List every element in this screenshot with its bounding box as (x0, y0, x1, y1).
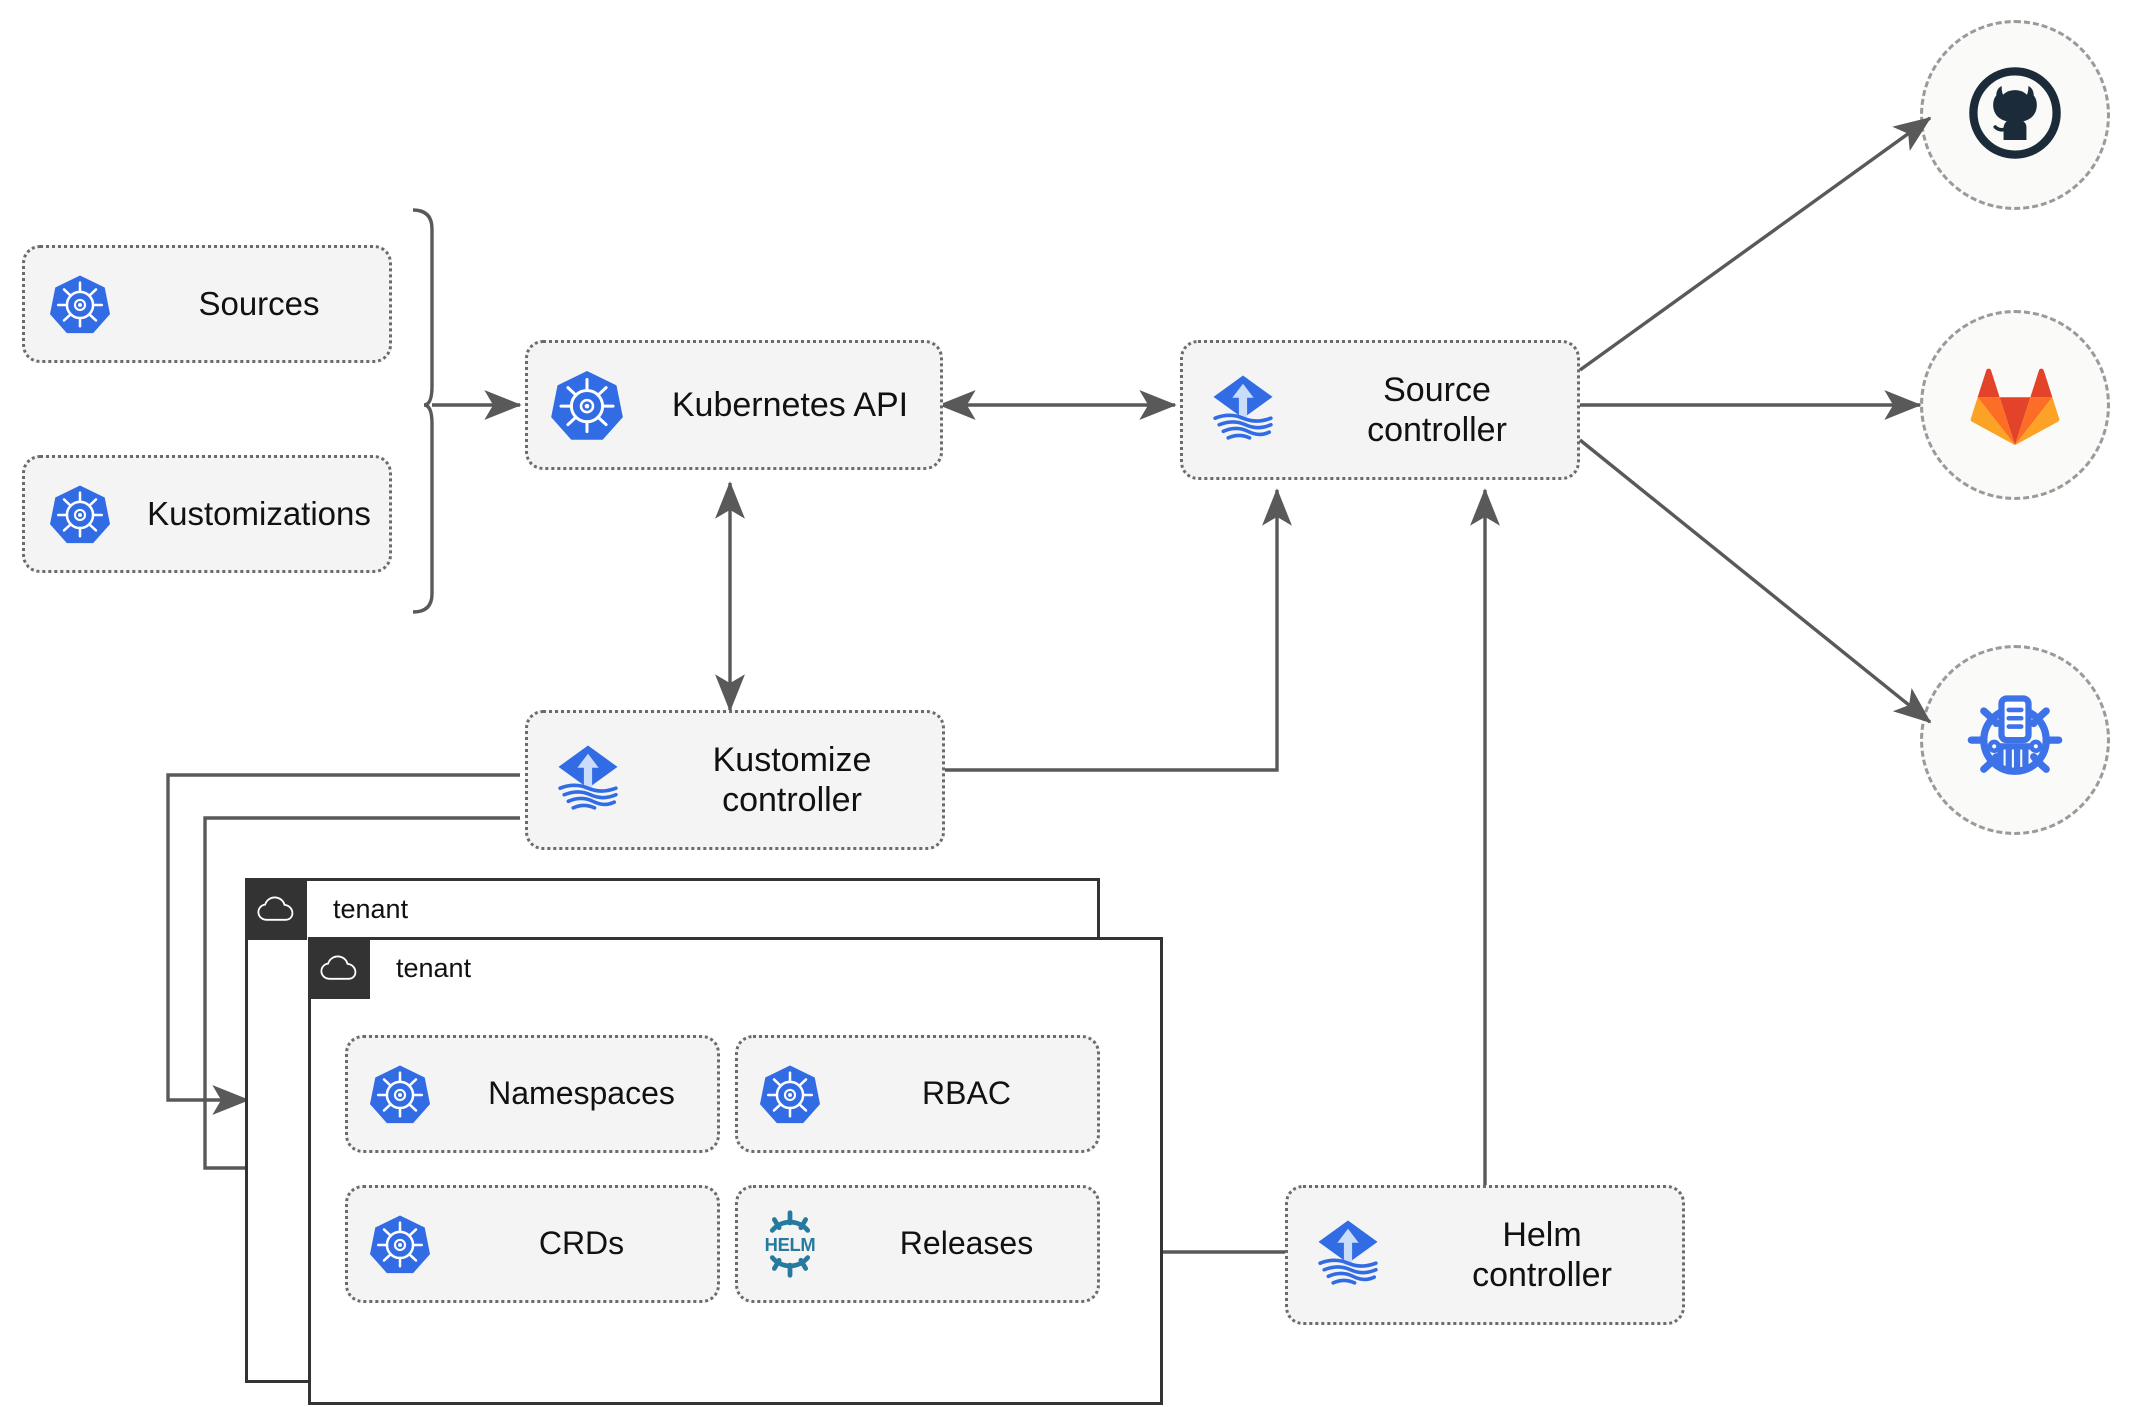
node-releases-label: Releases (899, 1225, 1034, 1262)
node-helm-controller[interactable]: Helm controller (1285, 1185, 1685, 1325)
edge-kustomize-to-source (940, 488, 1292, 772)
node-crds[interactable]: CRDs (345, 1185, 720, 1303)
node-namespaces[interactable]: Namespaces (345, 1035, 720, 1153)
endpoint-github[interactable] (1920, 20, 2110, 210)
node-rbac-label: RBAC (922, 1075, 1011, 1112)
node-kustomizations[interactable]: Kustomizations (22, 455, 392, 573)
tenant-2-label: tenant (396, 952, 472, 983)
endpoint-helm-repository[interactable] (1920, 645, 2110, 835)
endpoint-gitlab[interactable] (1920, 310, 2110, 500)
flux-icon (528, 739, 648, 821)
node-kustomizations-label: Kustomizations (147, 494, 371, 532)
node-kustomize-controller[interactable]: Kustomize controller (525, 710, 945, 850)
cloud-icon (245, 878, 307, 940)
node-kubernetes-api[interactable]: Kubernetes API (525, 340, 943, 470)
helm-repository-icon (1963, 686, 2067, 795)
node-rbac[interactable]: RBAC (735, 1035, 1100, 1153)
node-namespaces-label: Namespaces (488, 1075, 675, 1112)
kubernetes-icon (348, 1063, 452, 1125)
kubernetes-icon (25, 273, 135, 335)
tenant-1-label: tenant (333, 893, 409, 924)
node-kubernetes-api-label: Kubernetes API (671, 385, 909, 424)
node-source-controller[interactable]: Source controller (1180, 340, 1580, 480)
node-sources[interactable]: Sources (22, 245, 392, 363)
node-releases[interactable]: HELM Releases (735, 1185, 1100, 1303)
node-crds-label: CRDs (538, 1225, 625, 1262)
gitlab-icon (1967, 357, 2063, 454)
kubernetes-icon (738, 1063, 842, 1125)
edge-source-to-github (1579, 116, 1932, 372)
node-sources-label: Sources (198, 284, 320, 322)
kubernetes-icon (348, 1213, 452, 1275)
tenant-1-titlebar: tenant (245, 878, 408, 940)
node-kustomize-controller-label: Kustomize controller (712, 740, 872, 819)
tenant-window-2[interactable]: tenant (308, 937, 1163, 1405)
github-icon (1963, 61, 2067, 170)
node-helm-controller-label: Helm controller (1472, 1215, 1612, 1294)
node-source-controller-label: Source controller (1367, 370, 1507, 449)
kubernetes-icon (528, 368, 646, 442)
helm-icon: HELM (738, 1210, 842, 1278)
flux-icon (1288, 1214, 1408, 1296)
tenant-2-titlebar: tenant (308, 937, 471, 999)
cloud-icon (308, 937, 370, 999)
svg-text:HELM: HELM (765, 1234, 816, 1255)
kubernetes-icon (25, 483, 135, 545)
group-bracket (412, 208, 434, 614)
edge-source-to-registry (1578, 438, 1932, 724)
flux-icon (1183, 369, 1303, 451)
